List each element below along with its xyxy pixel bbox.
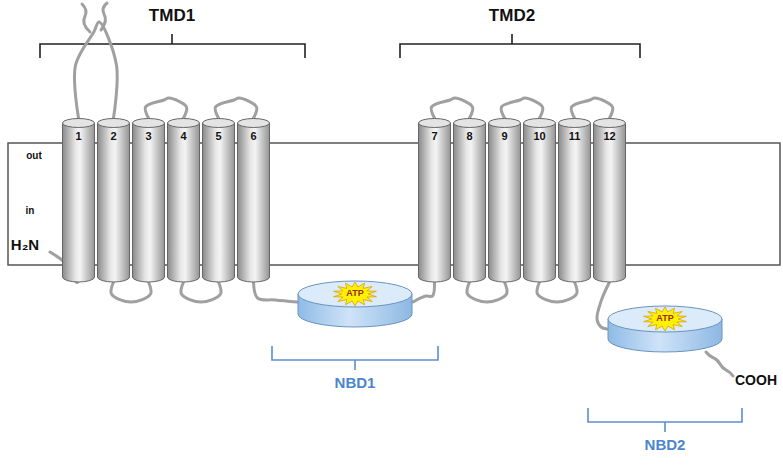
nucleotide-binding-domain: ATP (607, 305, 723, 355)
helix-cylinder (418, 118, 451, 282)
transmembrane-helix: 2 (97, 118, 130, 282)
helix-cylinder (488, 118, 521, 282)
helix-number: 8 (453, 130, 486, 143)
helix-cylinder (558, 118, 591, 282)
transmembrane-helix: 10 (523, 118, 556, 282)
peptide-loop (467, 282, 507, 302)
helix-number: 11 (558, 130, 591, 143)
nbd-disc (297, 280, 413, 330)
transmembrane-helix: 8 (453, 118, 486, 282)
transmembrane-helix: 7 (418, 118, 451, 282)
helix-cylinder (237, 118, 270, 282)
nbd-brackets (272, 346, 742, 432)
transmembrane-helix: 4 (167, 118, 200, 282)
helix-number: 12 (593, 130, 626, 143)
domain-label: TMD1 (149, 6, 195, 26)
helix-number: 2 (97, 130, 130, 143)
peptide-loop (74, 22, 117, 118)
tmd-brackets (40, 34, 640, 58)
helix-number: 5 (202, 130, 235, 143)
peptide-loop (431, 98, 473, 118)
peptide-loop (254, 282, 298, 302)
peptide-loop (413, 282, 435, 302)
terminus-label: H₂N (11, 236, 39, 253)
transmembrane-helix: 6 (237, 118, 270, 282)
helix-cylinder (132, 118, 165, 282)
side-label: in (26, 205, 35, 216)
nbd-disc (607, 305, 723, 355)
peptide-loop (111, 282, 151, 302)
terminus-label: COOH (735, 372, 777, 388)
helix-cylinder (453, 118, 486, 282)
peptide-loop (571, 98, 613, 118)
peptide-chain-wires (50, 3, 733, 376)
peptide-loop (537, 282, 577, 302)
transmembrane-helix: 5 (202, 118, 235, 282)
helix-cylinder (593, 118, 626, 282)
helix-cylinder (62, 118, 95, 282)
helix-number: 1 (62, 130, 95, 143)
peptide-loop (215, 98, 257, 118)
domain-label: TMD2 (489, 6, 535, 26)
transmembrane-helix: 3 (132, 118, 165, 282)
helix-cylinder (202, 118, 235, 282)
helix-number: 7 (418, 130, 451, 143)
helix-number: 9 (488, 130, 521, 143)
transmembrane-helix: 9 (488, 118, 521, 282)
helix-number: 6 (237, 130, 270, 143)
transmembrane-helix: 12 (593, 118, 626, 282)
helix-cylinder (523, 118, 556, 282)
peptide-loop (145, 98, 187, 118)
atp-label: ATP (607, 313, 723, 324)
helix-number: 10 (523, 130, 556, 143)
domain-label: NBD2 (645, 436, 686, 453)
transmembrane-helix: 1 (62, 118, 95, 282)
helix-number: 4 (167, 130, 200, 143)
nucleotide-binding-domain: ATP (297, 280, 413, 330)
helix-cylinder (97, 118, 130, 282)
domain-label: NBD1 (335, 374, 376, 391)
side-label: out (26, 150, 42, 161)
atp-label: ATP (297, 288, 413, 299)
helix-number: 3 (132, 130, 165, 143)
transmembrane-helix: 11 (558, 118, 591, 282)
peptide-loop (501, 98, 543, 118)
helix-cylinder (167, 118, 200, 282)
peptide-loop (181, 282, 221, 302)
